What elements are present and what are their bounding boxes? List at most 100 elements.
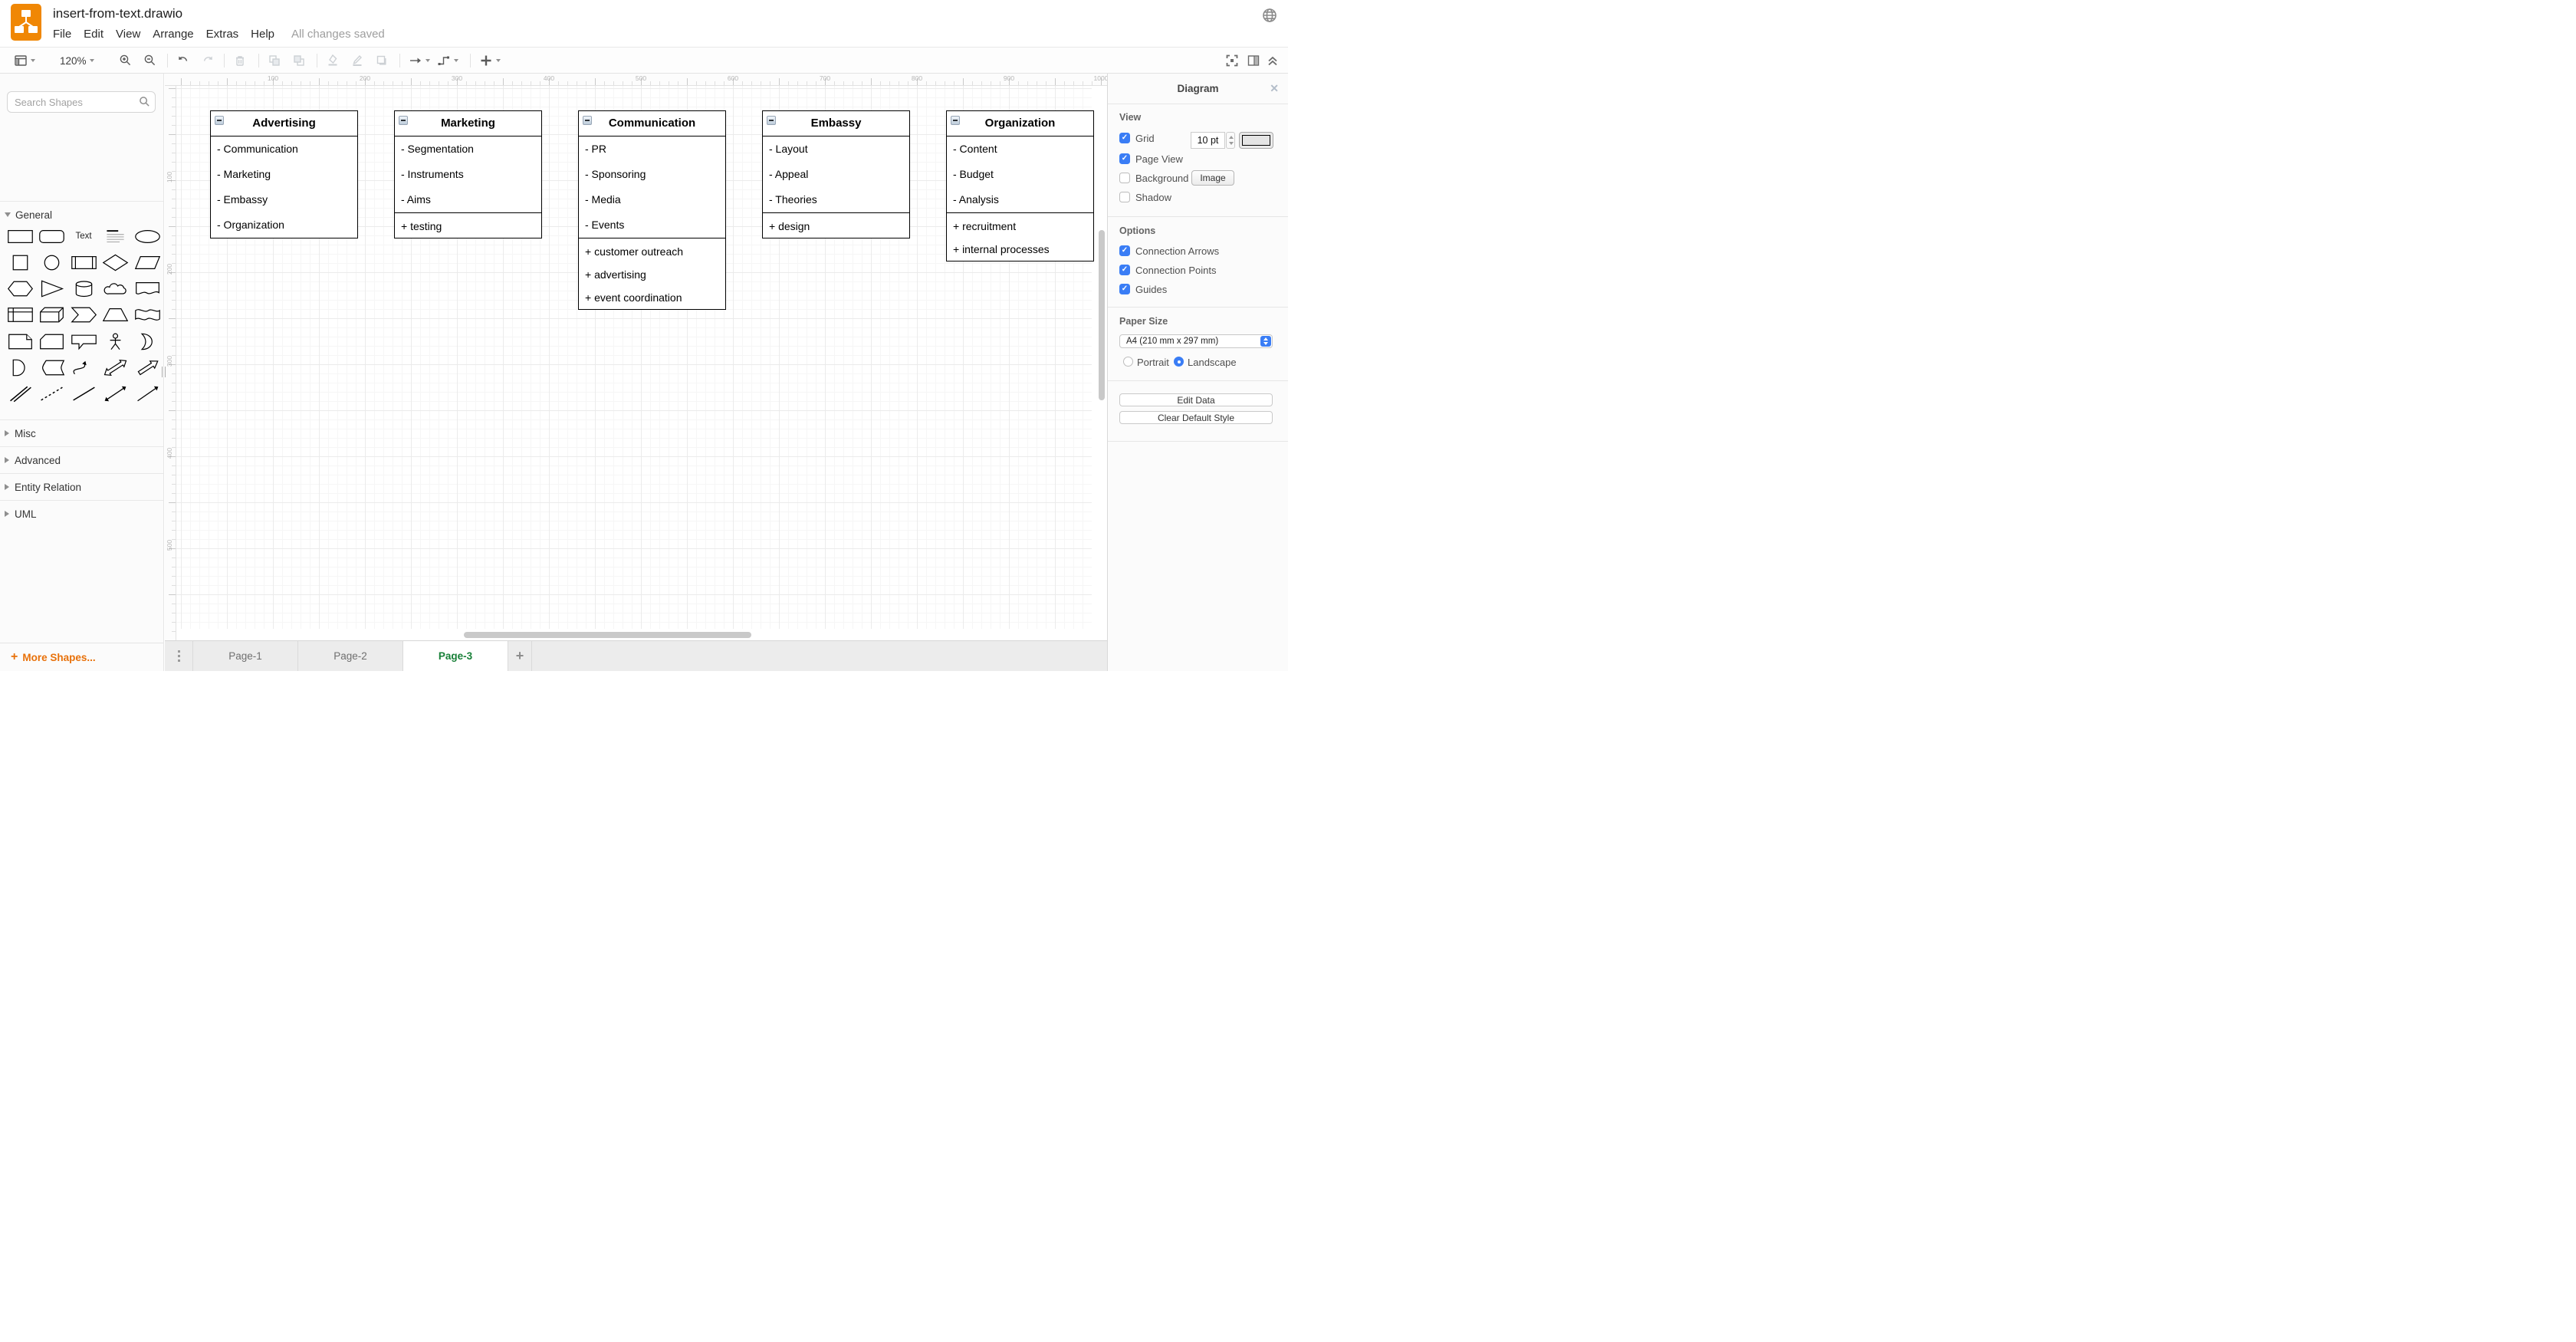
delete-button[interactable]	[233, 48, 247, 74]
class-box-method[interactable]: + testing	[401, 220, 442, 232]
shadow-button[interactable]	[375, 48, 389, 74]
class-box-embassy[interactable]: Embassy- Layout- Appeal- Theories+ desig…	[762, 110, 910, 238]
shape-process[interactable]	[68, 252, 99, 273]
class-box-method[interactable]: + advertising	[585, 268, 646, 281]
sidebar-section-uml[interactable]: UML	[0, 500, 163, 527]
canvas-grid[interactable]: Advertising- Communication- Marketing- E…	[176, 86, 1094, 629]
collapse-minus-icon[interactable]	[583, 116, 592, 125]
shape-or[interactable]	[132, 331, 163, 352]
grid-size-input[interactable]	[1191, 132, 1225, 149]
class-box-field[interactable]: - Instruments	[401, 168, 464, 180]
menu-file[interactable]: File	[53, 28, 72, 41]
class-box-organization[interactable]: Organization- Content- Budget- Analysis+…	[946, 110, 1094, 261]
waypoints-button[interactable]	[437, 48, 458, 74]
add-page-button[interactable]: +	[508, 641, 532, 671]
shape-note[interactable]	[5, 331, 35, 352]
page-tab-page-2[interactable]: Page-2	[298, 641, 403, 671]
zoom-in-button[interactable]	[119, 48, 133, 74]
shape-hexagon[interactable]	[5, 278, 35, 300]
shape-rounded-rectangle[interactable]	[37, 225, 67, 247]
class-box-field[interactable]: - Layout	[769, 143, 808, 155]
shadow-checkbox[interactable]	[1119, 192, 1130, 202]
class-box-field[interactable]: - Sponsoring	[585, 168, 646, 180]
class-box-method[interactable]: + customer outreach	[585, 245, 684, 258]
shape-diamond[interactable]	[100, 252, 131, 273]
shape-parallelogram[interactable]	[132, 252, 163, 273]
search-shapes-input[interactable]	[7, 91, 156, 113]
class-box-field[interactable]: - Embassy	[217, 193, 268, 206]
class-box-field[interactable]: - Theories	[769, 193, 817, 206]
shape-directional-connector[interactable]	[132, 383, 163, 405]
fill-color-button[interactable]	[326, 48, 340, 74]
shape-cube[interactable]	[37, 304, 67, 326]
pages-menu-button[interactable]	[165, 641, 193, 671]
class-box-field[interactable]: - Communication	[217, 143, 298, 155]
shape-tape[interactable]	[132, 304, 163, 326]
shape-line[interactable]	[68, 383, 99, 405]
class-box-field[interactable]: - Marketing	[217, 168, 271, 180]
grid-size-stepper[interactable]	[1226, 132, 1235, 149]
sidebar-section-general[interactable]: General	[0, 201, 163, 228]
canvas-horizontal-scrollbar[interactable]	[464, 632, 751, 638]
to-front-button[interactable]	[268, 48, 281, 74]
class-box-marketing[interactable]: Marketing- Segmentation- Instruments- Ai…	[394, 110, 542, 238]
menu-help[interactable]: Help	[251, 28, 275, 41]
shape-rectangle[interactable]	[5, 225, 35, 247]
page-tab-page-1[interactable]: Page-1	[193, 641, 298, 671]
shape-bidirectional-arrow[interactable]	[100, 357, 131, 379]
shape-actor[interactable]	[100, 331, 131, 352]
collapse-minus-icon[interactable]	[951, 116, 960, 125]
shape-card[interactable]	[37, 331, 67, 352]
shape-step[interactable]	[68, 304, 99, 326]
class-box-method[interactable]: + internal processes	[953, 243, 1050, 255]
shape-curve[interactable]	[68, 357, 99, 379]
clear-default-style-button[interactable]: Clear Default Style	[1119, 411, 1273, 424]
portrait-radio[interactable]	[1123, 357, 1133, 367]
landscape-radio[interactable]	[1174, 357, 1184, 367]
shape-data-storage[interactable]	[37, 357, 67, 379]
to-back-button[interactable]	[292, 48, 306, 74]
class-box-field[interactable]: - Content	[953, 143, 997, 155]
zoom-level-button[interactable]: 120%	[60, 48, 94, 74]
shape-dashed-line[interactable]	[37, 383, 67, 405]
insert-button[interactable]	[479, 48, 501, 74]
page-view-checkbox[interactable]: ✓	[1119, 153, 1130, 164]
more-shapes-button[interactable]: + More Shapes...	[0, 643, 164, 671]
class-box-field[interactable]: - Appeal	[769, 168, 809, 180]
guides-checkbox[interactable]: ✓	[1119, 284, 1130, 294]
menu-extras[interactable]: Extras	[205, 28, 239, 41]
class-box-field[interactable]: - Aims	[401, 193, 431, 206]
zoom-out-button[interactable]	[143, 48, 157, 74]
menu-view[interactable]: View	[116, 28, 141, 41]
shape-cylinder[interactable]	[68, 278, 99, 300]
background-checkbox[interactable]	[1119, 173, 1130, 183]
connection-points-checkbox[interactable]: ✓	[1119, 265, 1130, 275]
shape-ellipse[interactable]	[132, 225, 163, 247]
shape-trapezoid[interactable]	[100, 304, 131, 326]
page-tab-page-3[interactable]: Page-3	[403, 641, 508, 671]
class-box-field[interactable]: - Media	[585, 193, 621, 206]
collapse-button[interactable]	[1266, 48, 1280, 74]
shape-internal-storage[interactable]	[5, 304, 35, 326]
shape-arrow[interactable]	[132, 357, 163, 379]
line-color-button[interactable]	[350, 48, 364, 74]
grid-checkbox[interactable]: ✓	[1119, 133, 1130, 143]
menu-edit[interactable]: Edit	[84, 28, 104, 41]
collapse-minus-icon[interactable]	[399, 116, 408, 125]
shape-document[interactable]	[132, 278, 163, 300]
redo-button[interactable]	[201, 48, 215, 74]
class-box-field[interactable]: - Analysis	[953, 193, 999, 206]
shape-callout[interactable]	[68, 331, 99, 352]
menu-arrange[interactable]: Arrange	[153, 28, 194, 41]
class-box-method[interactable]: + recruitment	[953, 220, 1017, 232]
undo-button[interactable]	[176, 48, 190, 74]
page-view-button[interactable]	[14, 48, 35, 74]
class-box-field[interactable]: - Organization	[217, 219, 284, 231]
class-box-field[interactable]: - PR	[585, 143, 606, 155]
class-box-field[interactable]: - Events	[585, 219, 625, 231]
class-box-field[interactable]: - Budget	[953, 168, 994, 180]
sidebar-section-misc[interactable]: Misc	[0, 419, 163, 446]
connection-arrows-checkbox[interactable]: ✓	[1119, 245, 1130, 256]
class-box-method[interactable]: + design	[769, 220, 810, 232]
